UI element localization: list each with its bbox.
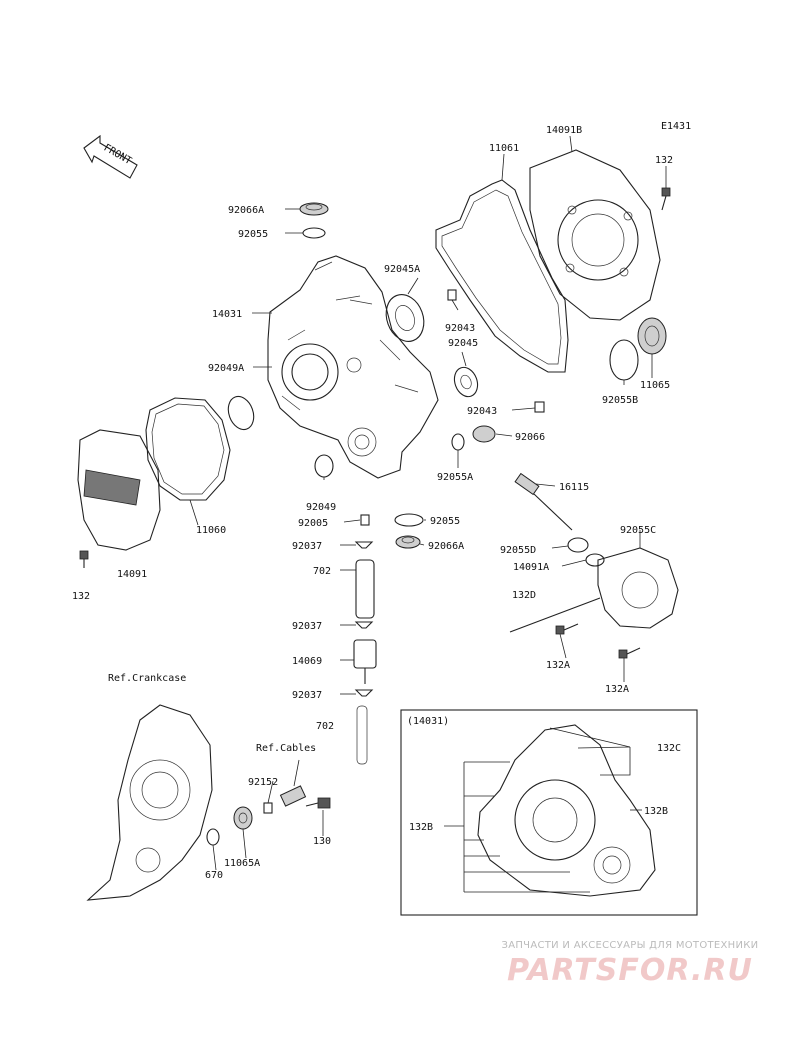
cover-14091-icon — [77, 429, 161, 551]
label-92055-top: 92055 — [238, 229, 268, 240]
clamp-92037-c-icon — [354, 689, 374, 697]
watermark-tagline: ЗАПЧАСТИ И АКСЕССУАРЫ ДЛЯ МОТОТЕХНИКИ — [501, 940, 759, 951]
oring-92055d-icon — [567, 537, 589, 553]
bearing-92045a-icon — [385, 294, 425, 342]
bolt-132a-a-icon — [555, 623, 579, 635]
label-11065a: 11065A — [224, 858, 260, 869]
label-132b-right: 132B — [644, 806, 668, 817]
collar-92005-icon — [360, 514, 370, 526]
label-670: 670 — [205, 870, 223, 881]
label-92055-mid: 92055 — [430, 516, 460, 527]
oring-670-icon — [206, 828, 220, 846]
label-92152: 92152 — [248, 777, 278, 788]
oring-92055-icon — [302, 227, 326, 239]
seal-11065-icon — [637, 317, 667, 355]
label-702-a: 702 — [313, 566, 331, 577]
label-11061: 11061 — [489, 143, 519, 154]
label-92045a: 92045A — [384, 264, 420, 275]
label-92043-a: 92043 — [445, 323, 475, 334]
label-inset-title: (14031) — [407, 716, 449, 727]
clamp-92037-a-icon — [354, 541, 374, 549]
part-labels: 92066A 92055 14091B 11061 132 92045A 140… — [72, 125, 681, 881]
label-14069: 14069 — [292, 656, 322, 667]
label-ref-crankcase: Ref.Crankcase — [108, 673, 186, 684]
front-arrow-icon: FRONT — [83, 134, 138, 179]
label-92037-b: 92037 — [292, 621, 322, 632]
label-14031: 14031 — [212, 309, 242, 320]
label-132a-a: 132A — [546, 660, 570, 671]
gasket-11061-icon — [435, 179, 569, 373]
inset-box — [400, 709, 698, 916]
label-92066: 92066 — [515, 432, 545, 443]
clamp-92037-b-icon — [354, 621, 374, 629]
label-132-left: 132 — [72, 591, 90, 602]
gasket-11060-icon — [145, 397, 231, 501]
inset-cover-icon — [477, 724, 656, 897]
diagram-code: E1431 — [661, 121, 691, 132]
label-92049: 92049 — [306, 502, 336, 513]
label-14091a: 14091A — [513, 562, 549, 573]
bearing-92045-icon — [453, 366, 479, 398]
label-702-b: 702 — [316, 721, 334, 732]
dowel-92043-icon — [447, 289, 457, 301]
label-92005: 92005 — [298, 518, 328, 529]
leader-lines — [189, 135, 667, 871]
label-132a-b: 132A — [605, 684, 629, 695]
bolt-132d-icon — [509, 597, 601, 633]
oring-92055-mid-icon — [394, 513, 424, 527]
oring-92055a-icon — [451, 433, 465, 451]
label-92037-c: 92037 — [292, 690, 322, 701]
label-92045: 92045 — [448, 338, 478, 349]
label-14091b: 14091B — [546, 125, 582, 136]
cap-92066-icon — [472, 425, 496, 443]
bolt-132-top-icon — [661, 187, 671, 211]
hose-702-b-icon — [356, 705, 368, 765]
oil-seal-92049-icon — [314, 454, 334, 478]
dowel-92043-lower-icon — [534, 401, 545, 413]
label-92055d: 92055D — [500, 545, 536, 556]
bolt-132a-b-icon — [618, 647, 641, 659]
label-132b-left: 132B — [409, 822, 433, 833]
label-132c: 132C — [657, 743, 681, 754]
label-14091: 14091 — [117, 569, 147, 580]
cover-14091b-icon — [529, 149, 661, 321]
crankcase-ref-icon — [86, 704, 213, 901]
label-92066a-top: 92066A — [228, 205, 264, 216]
label-92055c: 92055C — [620, 525, 656, 536]
label-132d: 132D — [512, 590, 536, 601]
oil-seal-92049a-icon — [227, 395, 255, 431]
cover-14031-icon — [267, 255, 439, 479]
fitting-14069-icon — [353, 639, 377, 684]
cover-14091a-icon — [585, 547, 679, 629]
label-92055a: 92055A — [437, 472, 473, 483]
bolt-130-icon — [305, 797, 331, 809]
label-92037-a: 92037 — [292, 541, 322, 552]
label-ref-cables: Ref.Cables — [256, 743, 316, 754]
bolt-92152-icon — [263, 802, 273, 814]
dipstick-16115-icon — [514, 472, 573, 531]
seal-11065a-icon — [233, 806, 253, 830]
label-11060: 11060 — [196, 525, 226, 536]
cable-bracket-icon — [279, 785, 307, 807]
label-16115: 16115 — [559, 482, 589, 493]
watermark-logo: PARTSFOR.RU — [507, 953, 753, 988]
label-92066a-mid: 92066A — [428, 541, 464, 552]
label-92055b: 92055B — [602, 395, 638, 406]
label-92043-b: 92043 — [467, 406, 497, 417]
oring-92055b-icon — [609, 339, 639, 381]
label-132-top: 132 — [655, 155, 673, 166]
watermark: ЗАПЧАСТИ И АКСЕССУАРЫ ДЛЯ МОТОТЕХНИКИ PA… — [470, 940, 790, 988]
label-92049a: 92049A — [208, 363, 244, 374]
label-130: 130 — [313, 836, 331, 847]
inset-leader-lines — [444, 727, 642, 893]
label-11065: 11065 — [640, 380, 670, 391]
bolt-132-left-icon — [79, 550, 89, 568]
hose-702-a-icon — [355, 559, 375, 619]
cap-92066a-mid-icon — [395, 535, 421, 549]
cap-92066a-icon — [299, 202, 329, 216]
